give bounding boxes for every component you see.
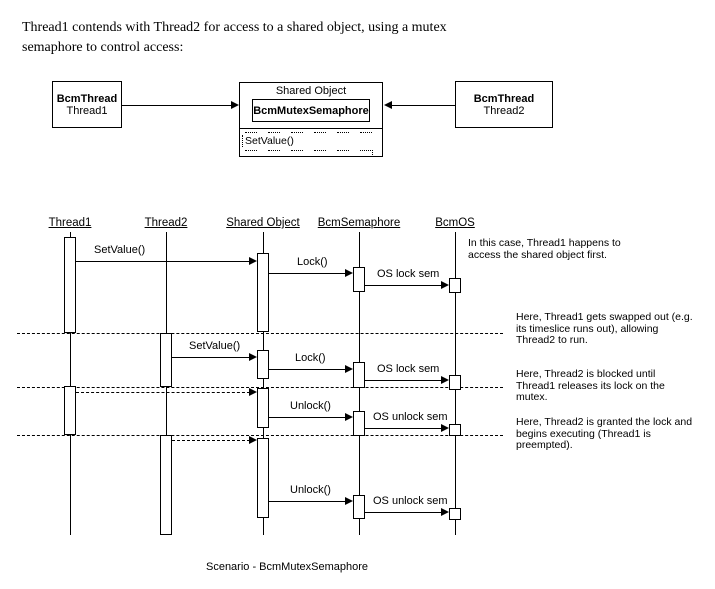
arrowhead-icon (249, 388, 257, 396)
message-lock-2-line (269, 369, 351, 370)
swap-arrow-thread1-line (76, 392, 255, 393)
arrowhead-icon (441, 376, 449, 384)
annotation-1: In this case, Thread1 happens to access … (468, 237, 668, 261)
message-unlock-1-line (269, 417, 351, 418)
message-oslocksem-2-line (365, 380, 447, 381)
activation-bar-bcmos-1 (449, 278, 461, 293)
activation-bar-bcmos-4 (449, 508, 461, 520)
activation-bar-bcmos-3 (449, 424, 461, 436)
shared-object-title: Shared Object (275, 85, 347, 97)
activation-bar-sharedobject-3 (257, 388, 269, 428)
swap-arrow-thread2-line (172, 440, 255, 441)
lifeline-sharedobject (263, 232, 264, 535)
annotation-2-line: Thread2 to run. (516, 334, 588, 346)
activation-bar-thread2-2 (160, 435, 172, 535)
lifeline-header-thread1: Thread1 (48, 217, 92, 229)
message-label-oslocksem-1: OS lock sem (377, 268, 440, 280)
message-oslocksem-1-line (365, 285, 447, 286)
arrowhead-icon (441, 281, 449, 289)
message-setvalue-1-line (76, 261, 255, 262)
annotation-3-line: Here, Thread2 is blocked until (516, 368, 656, 380)
class-box-thread2: BcmThread Thread2 (455, 81, 553, 128)
intro-line-1: Thread1 contends with Thread2 for access… (22, 20, 447, 35)
annotation-4-line: preempted). (516, 439, 573, 451)
arrowhead-icon (345, 497, 353, 505)
lifeline-thread1 (70, 232, 71, 535)
compartment-divider (240, 128, 382, 129)
class-box-thread1-title: BcmThread (56, 92, 118, 105)
message-setvalue-2-line (172, 357, 255, 358)
lifeline-header-sharedobject: Shared Object (226, 217, 300, 229)
activation-bar-sharedobject-1 (257, 253, 269, 332)
annotation-4-line: Here, Thread2 is granted the lock and (516, 416, 693, 428)
class-box-thread1-subtitle: Thread1 (66, 104, 108, 117)
activation-bar-thread2-1 (160, 333, 172, 387)
arrowhead-icon (249, 257, 257, 265)
shared-object-box: Shared Object BcmMutexSemaphore SetValue… (239, 82, 383, 157)
arrowhead-icon (345, 269, 353, 277)
assoc-arrow-right-head-icon (384, 101, 392, 109)
mutex-inner-box: BcmMutexSemaphore (252, 99, 370, 122)
activation-bar-thread1-1 (64, 237, 76, 333)
assoc-arrow-right-line (391, 105, 455, 106)
lifeline-header-bcmsemaphore: BcmSemaphore (317, 217, 401, 229)
message-label-osunlocksem-2: OS unlock sem (373, 495, 448, 507)
separator-line-1 (17, 333, 503, 334)
annotation-3: Here, Thread2 is blocked until Thread1 r… (516, 368, 715, 404)
arrowhead-icon (441, 424, 449, 432)
assoc-arrow-left-head-icon (231, 101, 239, 109)
message-label-lock-1: Lock() (297, 256, 328, 268)
arrowhead-icon (345, 365, 353, 373)
annotation-1-line: access the shared object first. (468, 248, 607, 261)
class-box-thread1: BcmThread Thread1 (52, 81, 122, 128)
method-list-dashes-bottom (245, 150, 373, 155)
arrowhead-icon (249, 353, 257, 361)
annotation-2-line: its timeslice runs out), allowing (516, 322, 659, 335)
mutex-inner-label: BcmMutexSemaphore (253, 104, 369, 117)
method-list-dashes-top (245, 132, 372, 133)
message-label-setvalue-1: SetValue() (94, 244, 146, 256)
activation-bar-sharedobject-4 (257, 438, 269, 518)
activation-bar-thread1-2 (64, 386, 76, 435)
message-label-osunlocksem-1: OS unlock sem (373, 411, 448, 423)
class-box-thread2-subtitle: Thread2 (483, 104, 525, 117)
shared-object-method: SetValue() (242, 135, 294, 147)
annotation-2-line: Here, Thread1 gets swapped out (e.g. (516, 311, 693, 323)
separator-line-2 (17, 387, 503, 388)
intro-line-2: semaphore to control access: (22, 40, 184, 55)
separator-line-3 (17, 435, 503, 436)
arrowhead-icon (441, 508, 449, 516)
message-unlock-2-line (269, 501, 351, 502)
lifeline-header-bcmos: BcmOS (435, 217, 475, 229)
message-label-setvalue-2: SetValue() (189, 340, 241, 352)
annotation-2: Here, Thread1 gets swapped out (e.g. its… (516, 311, 715, 347)
arrowhead-icon (345, 413, 353, 421)
activation-bar-bcmsemaphore-3 (353, 411, 365, 436)
message-osunlocksem-1-line (365, 428, 447, 429)
lifeline-header-thread2: Thread2 (144, 217, 188, 229)
annotation-1-line: In this case, Thread1 happens to (468, 237, 621, 249)
message-lock-1-line (269, 273, 351, 274)
annotation-3-line: Thread1 releases its lock on the (516, 379, 665, 392)
arrowhead-icon (249, 436, 257, 444)
activation-bar-bcmsemaphore-4 (353, 495, 365, 519)
activation-bar-bcmsemaphore-1 (353, 267, 365, 292)
caption: Scenario - BcmMutexSemaphore (205, 561, 368, 573)
activation-bar-bcmos-2 (449, 375, 461, 390)
annotation-3-line: mutex. (516, 391, 548, 403)
message-osunlocksem-2-line (365, 512, 447, 513)
assoc-arrow-left-line (122, 105, 232, 106)
activation-bar-bcmsemaphore-2 (353, 362, 365, 388)
message-label-unlock-1: Unlock() (290, 400, 331, 412)
annotation-4-line: begins executing (Thread1 is (516, 427, 651, 440)
annotation-4: Here, Thread2 is granted the lock and be… (516, 416, 715, 452)
message-label-unlock-2: Unlock() (290, 484, 331, 496)
class-box-thread2-title: BcmThread (473, 92, 535, 105)
intro-text: Thread1 contends with Thread2 for access… (22, 18, 447, 58)
activation-bar-sharedobject-2 (257, 350, 269, 379)
message-label-oslocksem-2: OS lock sem (377, 363, 440, 375)
message-label-lock-2: Lock() (295, 352, 326, 364)
